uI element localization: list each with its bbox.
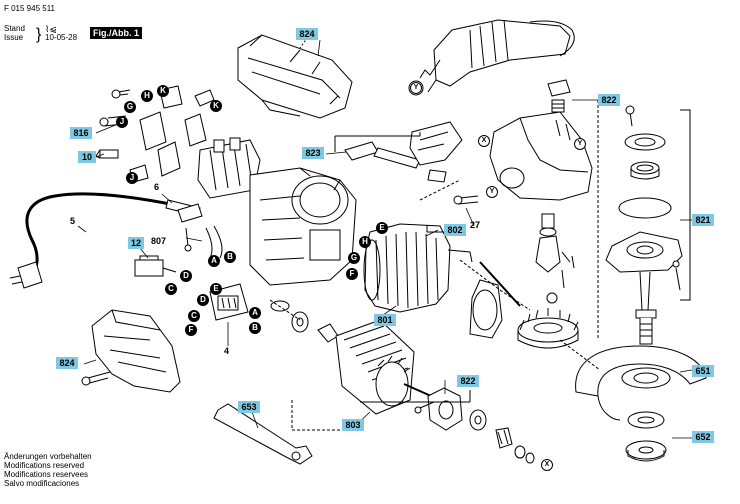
auxiliary-handle: [419, 19, 575, 93]
callout-d-brush: D: [180, 270, 192, 282]
part-label-807: 807: [151, 236, 167, 246]
callout-a-switch: A: [249, 307, 261, 319]
bracket-glyph: }: [36, 26, 42, 43]
issue-label: Issue: [4, 33, 24, 42]
callout-x-pinion: X: [541, 459, 553, 471]
part-label-10: 10: [78, 151, 96, 163]
callout-x-housing: X: [478, 135, 490, 147]
clamping-flanges: [625, 411, 667, 462]
housing-cover-bottom: [81, 309, 181, 393]
callout-y-gear-head: Y: [574, 138, 586, 150]
modification-notes: Änderungen vorbehalten Modifications res…: [4, 452, 92, 488]
part-label-824-top: 824: [296, 28, 318, 40]
switch-slide-parts: [344, 121, 463, 183]
switch-assembly: [197, 137, 261, 199]
part-label-27: 27: [470, 220, 481, 230]
callout-k-upper-right: K: [210, 100, 222, 112]
callout-e-switch: E: [210, 283, 222, 295]
part-label-824-bottom: 824: [56, 357, 78, 369]
callout-j-upper: J: [116, 116, 128, 128]
motor-housing: [249, 167, 357, 286]
callout-e-stator: E: [376, 222, 388, 234]
date-symbol: ⌇⩿: [45, 24, 57, 34]
part-label-822-top: 822: [598, 94, 620, 106]
part-label-823: 823: [302, 147, 324, 159]
callout-y-handle: Y: [410, 82, 422, 94]
callout-c-brush: C: [165, 283, 177, 295]
part-label-651: 651: [692, 365, 714, 377]
face-spanner: [213, 403, 313, 465]
callout-c-switch: C: [188, 310, 200, 322]
field-stator: [363, 223, 521, 339]
bearing-flange-stack: [605, 105, 683, 345]
callout-f-stator: F: [346, 268, 358, 280]
callout-d-switch: D: [197, 294, 209, 306]
gear-head-housing: [489, 79, 593, 201]
part-label-6: 6: [154, 182, 160, 192]
part-label-653: 653: [238, 401, 260, 413]
part-label-4: 4: [224, 346, 230, 356]
callout-h-stator: H: [359, 236, 371, 248]
power-cord: [9, 192, 201, 289]
leader-lines: [77, 39, 693, 439]
issue-date: 10-05-28: [45, 33, 78, 42]
stand-label: Stand: [4, 24, 25, 33]
bearing-plate-pinion: [414, 387, 535, 464]
wheel-guard: [575, 345, 707, 421]
part-label-816: 816: [70, 127, 92, 139]
note-german: Änderungen vorbehalten: [4, 452, 92, 461]
callout-k-upper-left: K: [157, 85, 169, 97]
part-label-12: 12: [128, 237, 144, 249]
part-label-803: 803: [342, 419, 364, 431]
note-french: Modifications reservees: [4, 470, 89, 479]
carbon-brush: [134, 255, 177, 277]
document-number: F 015 945 511: [4, 4, 56, 13]
callout-b-cord: B: [224, 251, 236, 263]
part-label-822-bottom: 822: [457, 375, 479, 387]
part-label-802: 802: [444, 224, 466, 236]
part-label-821: 821: [692, 214, 714, 226]
housing-cover-top: [237, 34, 353, 119]
callout-j-lower: J: [126, 172, 138, 184]
note-spanish: Salvo modificaciones: [4, 479, 80, 488]
callout-b-switch: B: [249, 322, 261, 334]
cable-clamp: [177, 203, 223, 259]
callout-g-upper: G: [124, 101, 136, 113]
brush-holder-parts: [95, 85, 215, 183]
figure-label: Fig./Abb. 1: [90, 27, 142, 39]
crown-gear: [517, 308, 579, 349]
callout-g-stator: G: [348, 252, 360, 264]
callout-f-switch: F: [185, 324, 197, 336]
part-label-652: 652: [692, 431, 714, 443]
callout-y-housing: Y: [486, 186, 498, 198]
callout-a-cord: A: [208, 255, 220, 267]
part-label-801: 801: [374, 314, 396, 326]
note-english: Modifications reserved: [4, 461, 85, 470]
spindle-lock-parts: [453, 195, 575, 304]
callout-h-upper: H: [141, 90, 153, 102]
part-label-5: 5: [70, 216, 76, 226]
